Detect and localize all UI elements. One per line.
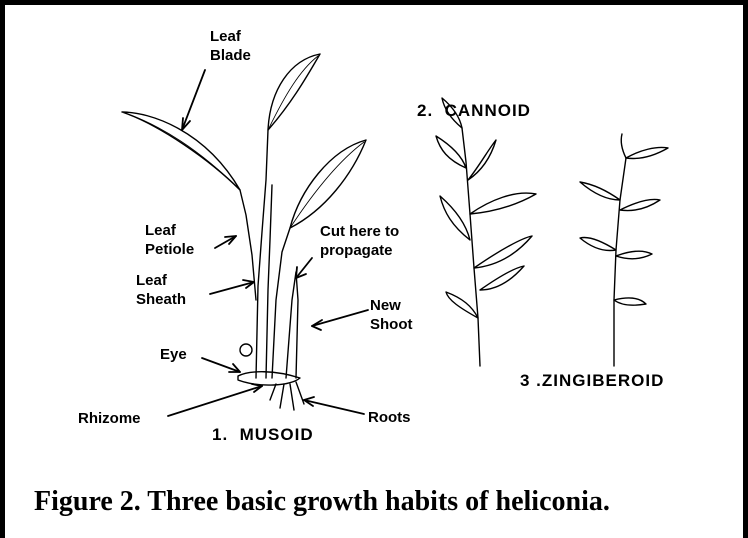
- roots-label: Roots: [368, 408, 411, 427]
- musoid-label: 1. MUSOID: [212, 425, 314, 444]
- new-shoot-label: New Shoot: [370, 296, 413, 334]
- musoid-leaf-left: [122, 112, 240, 190]
- cannoid-label: 2. CANNOID: [417, 101, 531, 120]
- cut-here-label: Cut here to propagate: [320, 222, 399, 260]
- rhizome-label: Rhizome: [78, 409, 141, 428]
- leaf-petiole-label: Leaf Petiole: [145, 221, 194, 259]
- musoid-new-shoot: [286, 272, 298, 378]
- zingiberoid-label: 3 .ZINGIBEROID: [520, 371, 664, 390]
- musoid-leaf-top: [268, 54, 320, 130]
- cannoid-plant: [436, 98, 536, 366]
- eye-label: Eye: [160, 345, 187, 364]
- musoid-pseudostem: [256, 130, 272, 378]
- zingiberoid-stem: [614, 158, 626, 366]
- figure-caption: Figure 2. Three basic growth habits of h…: [34, 486, 734, 518]
- zingiberoid-plant: [580, 134, 668, 366]
- leaf-blade-label: Leaf Blade: [210, 27, 251, 65]
- leaf-sheath-label: Leaf Sheath: [136, 271, 186, 309]
- musoid-roots: [270, 382, 304, 410]
- musoid-eye: [240, 344, 252, 356]
- musoid-leaf-right: [290, 140, 366, 228]
- musoid-rhizome: [238, 372, 300, 385]
